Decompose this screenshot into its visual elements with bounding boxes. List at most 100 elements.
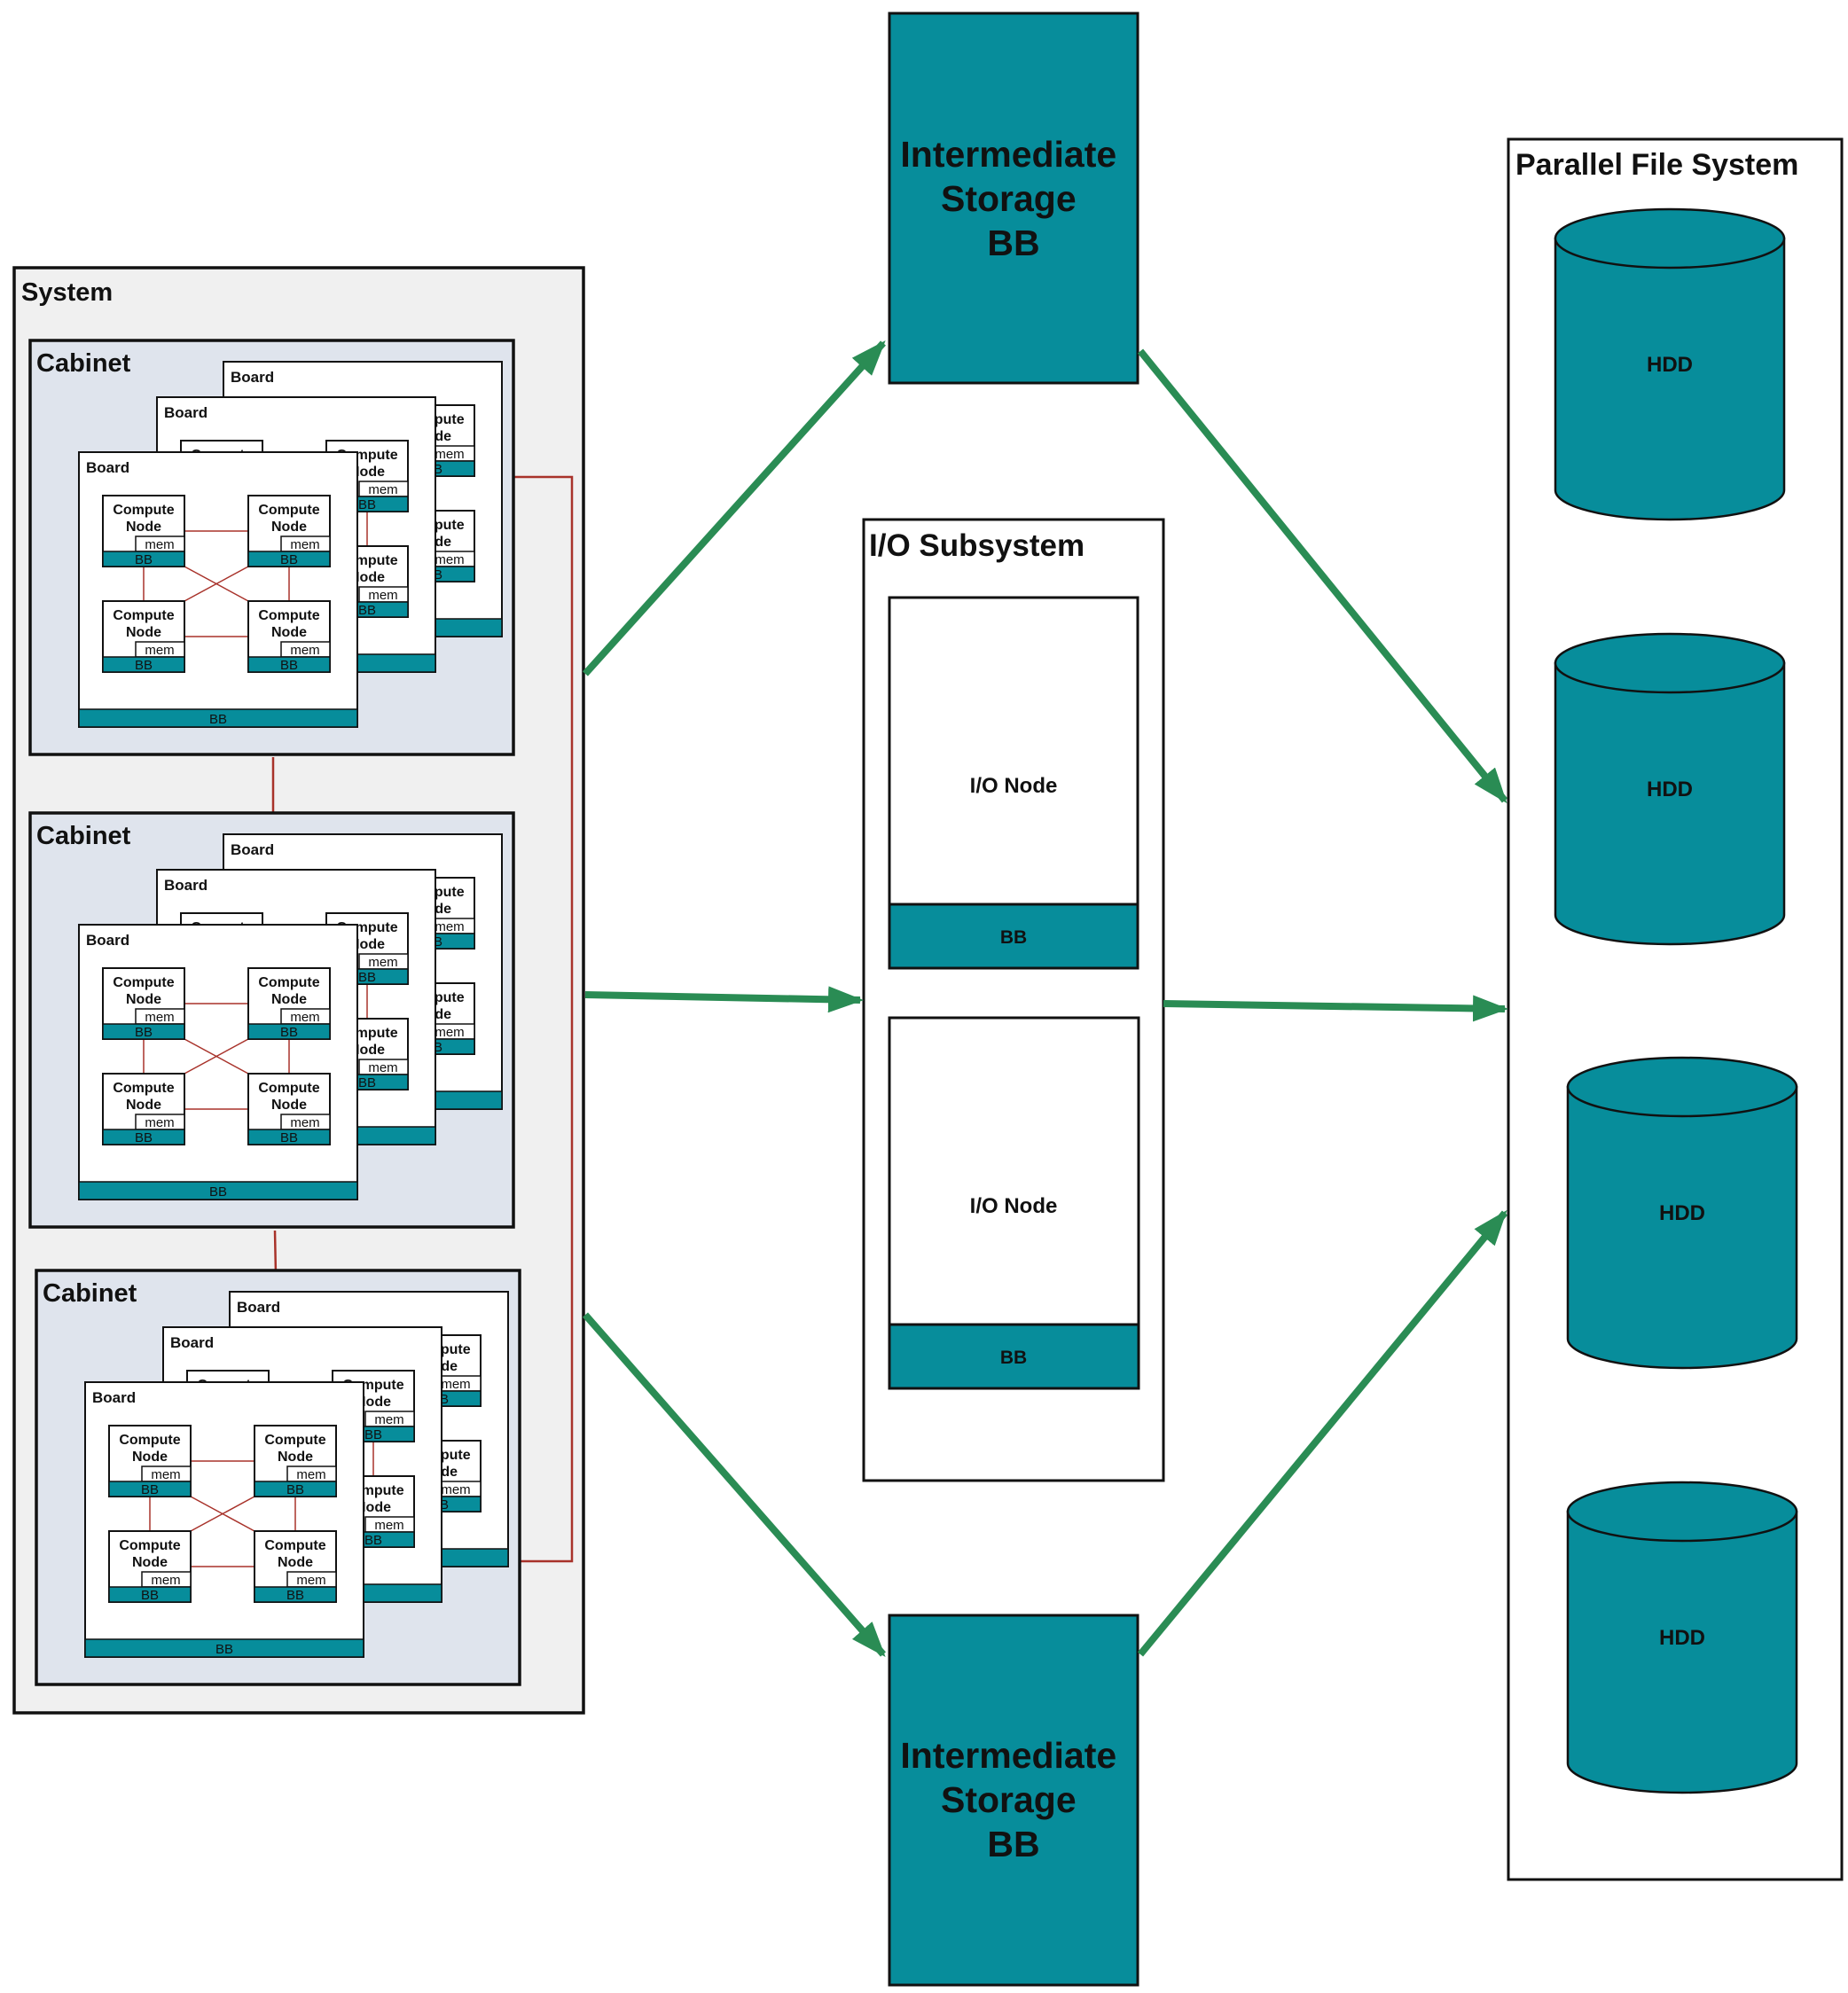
memory-label: mem <box>296 1467 325 1482</box>
interconnect-link <box>273 1230 278 1276</box>
compute-node-label: Compute <box>119 1433 180 1448</box>
compute-node-label: Node <box>349 937 385 952</box>
compute-node-label: Node <box>356 1395 391 1410</box>
node-burst-buffer <box>108 1481 192 1497</box>
node-bb-label: BB <box>280 552 298 567</box>
compute-node-label: Node <box>349 465 385 480</box>
board: BBBoardComputeNodememBBComputeNodememBBC… <box>84 1381 364 1658</box>
memory-label: mem <box>151 1467 180 1482</box>
node-bb-label: BB <box>358 970 376 985</box>
io-subsystem-panel: I/O Subsystem I/O Node BB I/O Node BB <box>862 518 1165 1482</box>
cabinet: CabinetBBBoardComputeNodememBBComputeNod… <box>35 1269 521 1686</box>
flow-arrow <box>1137 348 1508 804</box>
memory-label: mem <box>296 1573 325 1588</box>
node-bb-label: BB <box>135 552 153 567</box>
board-burst-buffer <box>78 708 358 728</box>
board-label: Board <box>86 459 129 476</box>
cabinet-title: Cabinet <box>36 349 131 378</box>
node-burst-buffer <box>102 551 185 567</box>
board-bb-label: BB <box>215 1642 233 1657</box>
board-bb-label: BB <box>209 712 227 727</box>
system-title: System <box>21 278 113 307</box>
compute-node-label: Node <box>349 1043 385 1058</box>
node-bb-label: BB <box>135 1025 153 1040</box>
io-node-burst-buffer <box>888 1323 1140 1390</box>
flow-arrow <box>1163 995 1508 1022</box>
memory-label: mem <box>368 1060 397 1075</box>
board-label: Board <box>164 877 208 894</box>
hdd-label: HDD <box>1659 1626 1705 1650</box>
compute-node-label: Node <box>356 1500 391 1515</box>
intermediate-storage-line: BB <box>987 1824 1039 1864</box>
intermediate-storage-line: BB <box>987 223 1039 263</box>
compute-node-label: Node <box>271 1098 307 1113</box>
memory-label: mem <box>441 1377 470 1392</box>
hdd-disk: HDD <box>1554 632 1786 946</box>
memory-label: mem <box>145 643 174 658</box>
compute-node-label: Node <box>126 520 161 535</box>
compute-node-label: Node <box>271 520 307 535</box>
memory-label: mem <box>435 552 464 567</box>
memory-label: mem <box>290 643 319 658</box>
memory-label: mem <box>145 1010 174 1025</box>
memory-label: mem <box>290 1010 319 1025</box>
cabinet-interconnect <box>271 475 574 1563</box>
node-bb-label: BB <box>358 1075 376 1090</box>
node-burst-buffer <box>247 656 331 673</box>
board-label: Board <box>170 1334 214 1351</box>
node-burst-buffer <box>247 1023 331 1040</box>
node-links <box>143 1003 290 1110</box>
board-label: Board <box>164 404 208 421</box>
compute-node-label: Node <box>132 1450 168 1465</box>
memory-label: mem <box>151 1573 180 1588</box>
io-subsystem-title: I/O Subsystem <box>869 528 1085 563</box>
compute-node-label: Compute <box>264 1538 325 1553</box>
compute-node-label: Compute <box>258 503 319 518</box>
node-burst-buffer <box>247 551 331 567</box>
board: BBBoardComputeNodememBBComputeNodememBBC… <box>78 451 358 728</box>
flow-arrow <box>584 986 864 1013</box>
node-link <box>184 1038 249 1075</box>
board-burst-buffer <box>84 1638 364 1658</box>
node-bb-label: BB <box>286 1588 304 1603</box>
memory-label: mem <box>145 537 174 552</box>
parallel-file-system-title: Parallel File System <box>1515 148 1798 182</box>
intermediate-storage-line: Storage <box>941 1779 1077 1820</box>
compute-node-label: Node <box>271 625 307 640</box>
board-label: Board <box>86 932 129 949</box>
flow-arrow <box>1137 1209 1508 1657</box>
intermediate-storage-top: Intermediate Storage BB <box>888 12 1139 385</box>
compute-node-label: Node <box>349 570 385 585</box>
node-bb-label: BB <box>358 497 376 512</box>
node-links <box>143 530 290 637</box>
intermediate-storage-line: Storage <box>941 178 1077 219</box>
node-burst-buffer <box>102 1129 185 1145</box>
node-bb-label: BB <box>135 1130 153 1145</box>
memory-label: mem <box>145 1115 174 1130</box>
compute-node-label: Compute <box>113 503 174 518</box>
node-link <box>184 566 249 602</box>
node-bb-label: BB <box>280 1025 298 1040</box>
memory-label: mem <box>435 919 464 934</box>
board-label: Board <box>231 841 274 858</box>
board: BBBoardComputeNodememBBComputeNodememBBC… <box>78 924 358 1200</box>
cabinets: CabinetBBBoardComputeNodememBBComputeNod… <box>28 339 521 1686</box>
interconnect-link <box>503 475 574 1563</box>
cabinet-title: Cabinet <box>36 822 131 850</box>
node-bb-label: BB <box>135 658 153 673</box>
intermediate-storage-line: Intermediate <box>900 1735 1116 1776</box>
memory-label: mem <box>374 1412 403 1427</box>
node-bb-label: BB <box>280 1130 298 1145</box>
memory-label: mem <box>368 482 397 497</box>
compute-node-label: Compute <box>258 975 319 990</box>
io-node-bb-label: BB <box>1000 1348 1027 1368</box>
memory-label: mem <box>290 537 319 552</box>
